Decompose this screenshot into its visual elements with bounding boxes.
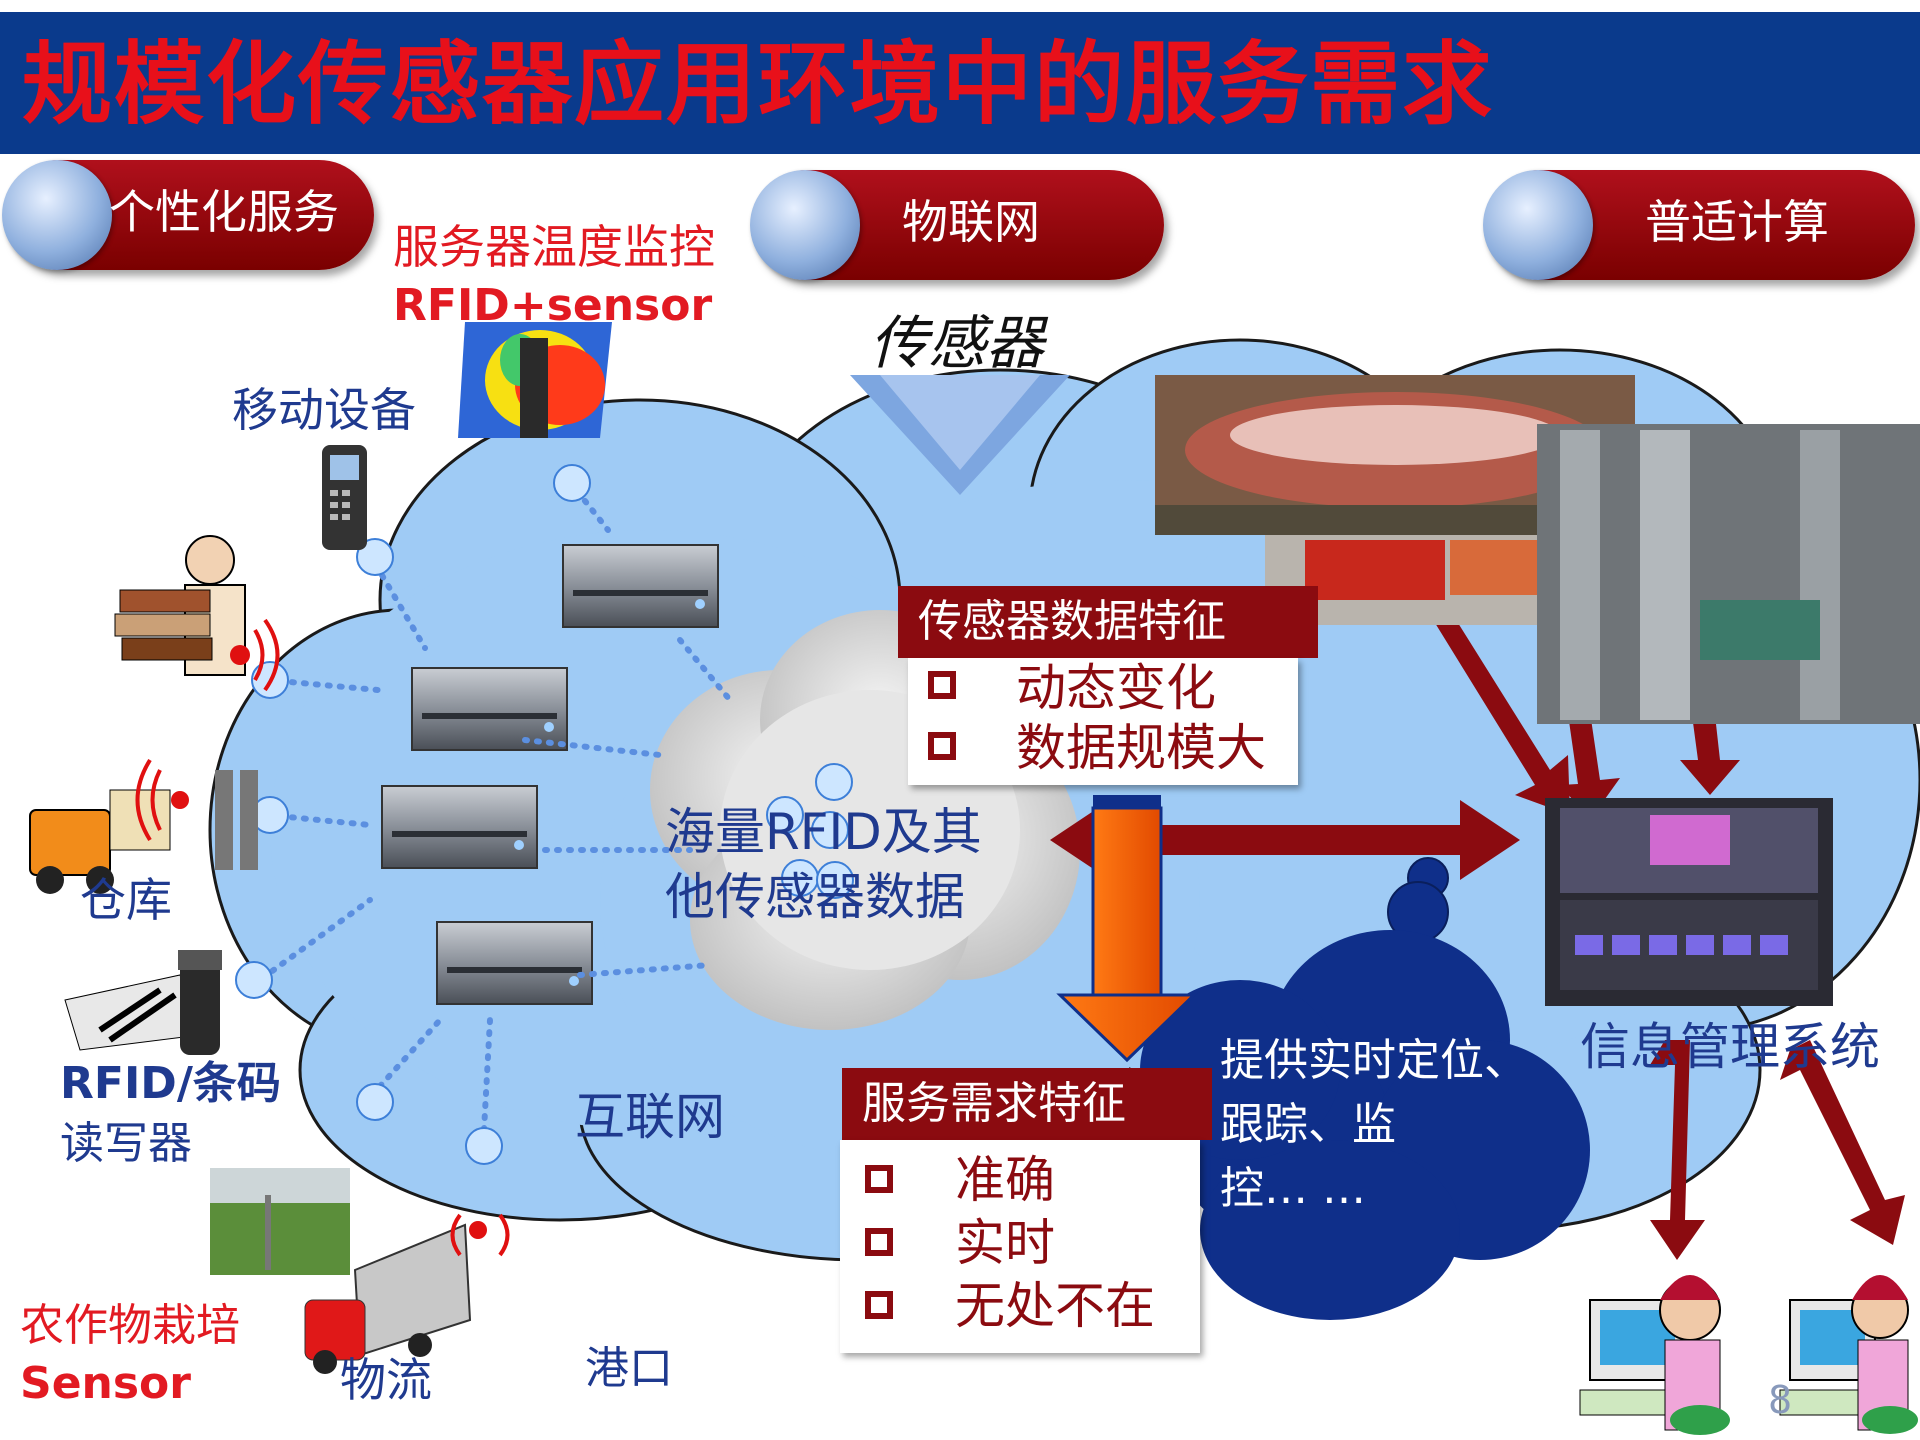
checkbox-icon xyxy=(865,1165,893,1193)
pill-knob-icon xyxy=(2,160,112,270)
label-internet: 互联网 xyxy=(575,1088,725,1146)
thought-line-1: 提供实时定位、 xyxy=(1220,1035,1528,1086)
label-rfid-reader-line2: 读写器 xyxy=(60,1118,192,1169)
pill-knob-icon xyxy=(750,170,860,280)
server-1 xyxy=(562,544,719,628)
label-sensor: 传感器 xyxy=(870,309,1045,377)
person-with-books-icon xyxy=(114,535,280,692)
truck-icon xyxy=(304,1213,510,1374)
page-title: 规模化传感器应用环境中的服务需求 xyxy=(22,32,1494,137)
label-server-temp: 服务器温度监控 xyxy=(393,220,715,274)
label-rfid-reader-line1: RFID/条码 xyxy=(60,1058,281,1109)
checkbox-icon xyxy=(928,671,956,699)
page-number: 8 xyxy=(1768,1378,1793,1422)
operator-icon-2 xyxy=(1779,1275,1918,1434)
data-feature-item: 动态变化 xyxy=(1016,659,1216,717)
orange-down-arrow xyxy=(1056,795,1198,1063)
thought-line-3: 控… … xyxy=(1220,1163,1366,1214)
data-bubbles xyxy=(235,464,854,1165)
data-features-header: 传感器数据特征 xyxy=(898,586,1318,658)
thought-line-2: 跟踪、监 xyxy=(1220,1099,1396,1150)
thermal-image xyxy=(458,322,612,438)
mobile-device-icon xyxy=(322,445,367,550)
data-features-box: 动态变化 数据规模大 xyxy=(908,658,1298,785)
label-mass-data-line1: 海量RFID及其 xyxy=(665,803,982,861)
service-features-header: 服务需求特征 xyxy=(842,1068,1212,1140)
label-mobile-device: 移动设备 xyxy=(232,383,416,437)
service-feature-item: 实时 xyxy=(955,1214,1055,1272)
pill-label: 普适计算 xyxy=(1645,195,1829,249)
label-agriculture: 农作物栽培 xyxy=(20,1300,240,1351)
operator-icon-1 xyxy=(1579,1275,1730,1435)
title-bar xyxy=(0,12,1920,154)
label-agri-sensor: Sensor xyxy=(20,1358,191,1409)
crop-photo xyxy=(210,1168,350,1275)
pill-pervasive-computing[interactable]: 普适计算 xyxy=(1483,170,1915,280)
pill-personalized-service[interactable]: 个性化服务 xyxy=(2,160,374,270)
checkbox-icon xyxy=(928,732,956,760)
label-warehouse: 仓库 xyxy=(80,873,172,927)
barcode-scanner-icon xyxy=(64,950,222,1055)
control-room-photo xyxy=(1545,798,1833,1006)
server-4 xyxy=(436,921,593,1005)
label-logistics: 物流 xyxy=(340,1353,432,1407)
service-feature-item: 准确 xyxy=(955,1151,1055,1209)
factory-photo xyxy=(1537,424,1920,724)
pill-knob-icon xyxy=(1483,170,1593,280)
server-2 xyxy=(411,667,568,751)
data-feature-item: 数据规模大 xyxy=(1016,719,1266,777)
service-feature-item: 无处不在 xyxy=(955,1277,1155,1335)
label-rfid-sensor: RFID+sensor xyxy=(393,280,713,331)
pill-label: 个性化服务 xyxy=(109,185,339,239)
pill-iot[interactable]: 物联网 xyxy=(750,170,1164,280)
pill-label: 物联网 xyxy=(902,195,1040,249)
service-features-box: 准确 实时 无处不在 xyxy=(840,1140,1200,1353)
checkbox-icon xyxy=(865,1228,893,1256)
label-info-system: 信息管理系统 xyxy=(1580,1018,1880,1076)
forklift-icon xyxy=(29,758,258,894)
checkbox-icon xyxy=(865,1291,893,1319)
label-port: 港口 xyxy=(585,1343,673,1394)
server-3 xyxy=(381,785,538,869)
label-mass-data-line2: 他传感器数据 xyxy=(665,868,965,926)
